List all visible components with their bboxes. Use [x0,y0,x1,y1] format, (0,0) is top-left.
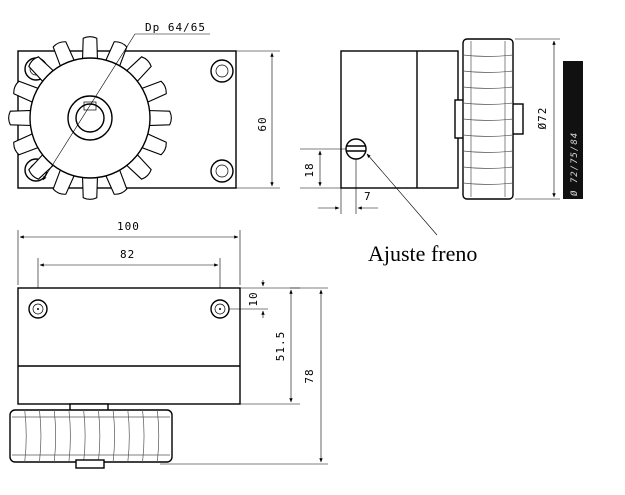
top-gear-tooth-edge [53,409,57,463]
top-view: 100 82 10 51.5 [9,220,328,469]
top-gear-tooth-edge [24,409,27,463]
side-gear-tooth-edge [462,182,514,185]
pitch-diameter-leader [42,33,136,181]
top-gear-tooth-edge [156,409,160,463]
top-hole-left [28,299,48,319]
brake-adjust-note: Ajuste freno [368,241,477,266]
gear-bore [75,103,105,133]
top-gear-tooth-edge [112,409,115,463]
side-gear [462,38,514,200]
front-view: Dp 64/65 60 [8,21,280,200]
front-bolt-top-right [210,59,234,83]
hole-spacing-label: 82 [120,248,135,261]
side-gear-tooth-edge [462,118,514,121]
side-gear-tooth-edge [462,54,514,57]
brake-vertical-dimension: 18 [303,162,316,177]
hole-from-top-label: 10 [247,291,260,306]
gear-pitch-circle [29,57,151,179]
top-housing [17,287,241,405]
gear-diameter-label: Ø72 [536,107,549,130]
top-gear-tooth-edge [68,409,71,463]
gear-keyway [83,101,97,111]
side-gear-tooth-edge [462,166,514,169]
side-gear-body [462,38,514,200]
side-housing [340,50,459,189]
total-depth-label: 78 [303,368,316,383]
brake-horizontal-dimension: 7 [364,190,372,203]
top-gear-tooth-edge [127,409,130,463]
side-gear-tooth-edge [462,102,514,105]
side-gear-tooth-edge [462,134,514,137]
side-view: 18 7 Ø72 Ø 72/75/84 Ajuste freno [300,38,583,266]
width-dimension-label: 100 [117,220,140,233]
top-gear-tooth-edge [98,409,101,463]
diameter-options-tag [563,61,583,199]
side-gear-tooth-edge [462,86,514,89]
gear-hub [67,95,113,141]
top-gear-tooth-edge [142,409,145,463]
top-gear-tooth-edge [83,409,86,463]
diameter-options-text: Ø 72/75/84 [569,132,580,196]
pitch-diameter-label: Dp 64/65 [145,21,206,34]
top-gear-tooth-edge [39,409,42,463]
brake-adjust-leader [366,153,438,236]
front-bolt-bottom-right [210,159,234,183]
body-depth-label: 51.5 [274,331,287,362]
top-gear-body [9,409,173,463]
top-gear [9,409,173,463]
height-dimension-label: 60 [256,116,269,131]
side-gear-tooth-edge [462,70,514,73]
side-gear-tooth-edge [462,150,514,153]
